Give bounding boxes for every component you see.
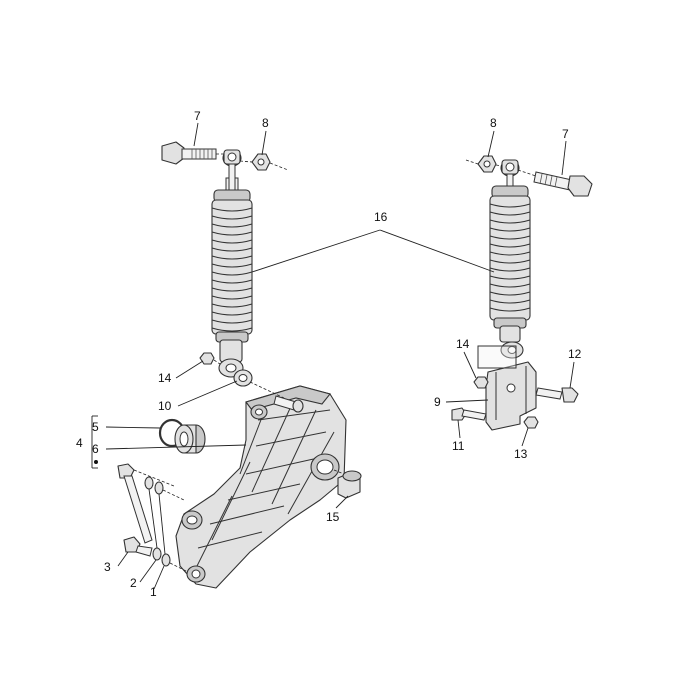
washer-1 [161,553,189,573]
shock-mount-bracket [477,345,537,431]
callout-8-right: 8 [490,116,497,130]
nut-14-left [199,352,221,365]
leader-lines [91,122,575,590]
callout-14-left: 14 [158,371,172,385]
nut-14-right [473,376,489,389]
callout-14-right: 14 [456,337,470,351]
callout-7-right: 7 [562,127,569,141]
bolt-7-left [161,141,224,165]
bolt-3-short [123,536,153,557]
left-shock-absorber [211,149,253,378]
callout-15: 15 [326,510,340,524]
callout-7-left: 7 [194,109,201,123]
callout-1: 1 [150,585,157,599]
callout-6: 6 [92,442,99,456]
callout-10: 10 [158,399,172,413]
callout-5: 5 [92,420,99,434]
callout-2: 2 [130,576,137,590]
spacer-15 [333,469,362,499]
callout-11: 11 [452,439,465,453]
bolt-7-right [517,169,593,197]
bolt-12 [535,387,579,403]
bolt-3-long [117,463,175,544]
washers-upper [144,476,185,501]
callout-4: 4 [76,436,83,450]
callout-16: 16 [374,210,388,224]
washer-2 [152,547,162,561]
mount-pin [273,395,304,413]
bearing-6 [174,424,206,454]
callout-marker-dot [94,460,98,464]
bushing-10 [233,369,285,399]
callout-13: 13 [514,447,528,461]
nut-13 [523,416,539,429]
callout-12: 12 [568,347,582,361]
callout-8-left: 8 [262,116,269,130]
bolt-11 [451,407,487,421]
swing-arm-bracket [175,385,347,589]
nut-8-right [465,155,503,173]
nut-8-left [239,153,289,171]
callout-3: 3 [104,560,111,574]
right-shock-absorber [489,159,531,359]
callout-9: 9 [434,395,441,409]
callout-labels: 7 8 8 7 16 14 10 5 4 6 3 2 1 15 14 12 9 … [76,109,582,599]
